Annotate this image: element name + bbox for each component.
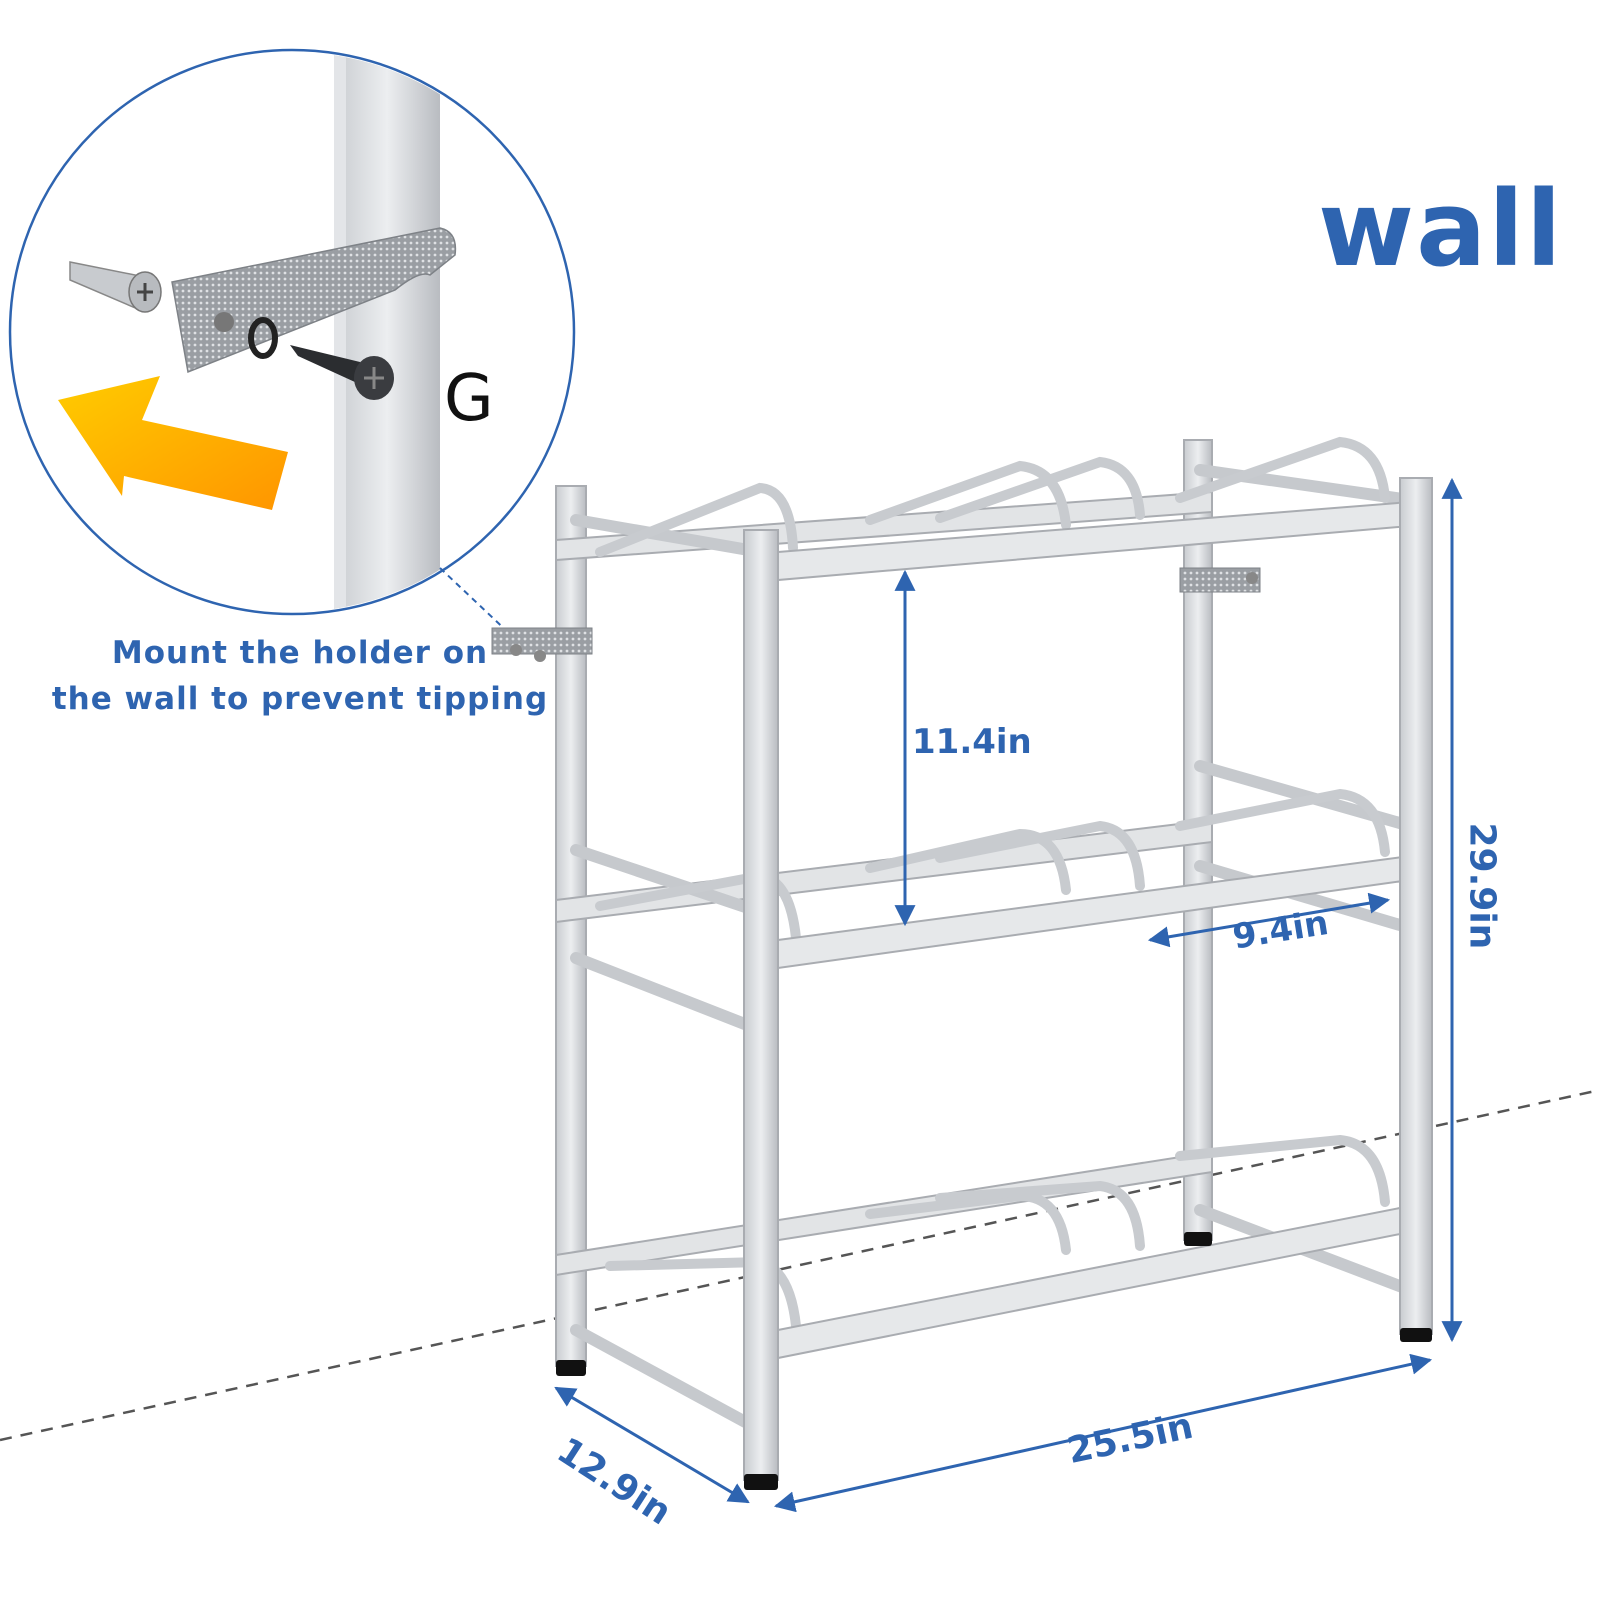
- direction-arrow-icon: [58, 376, 288, 510]
- mount-instruction-note: Mount the holder on the wall to prevent …: [40, 630, 560, 722]
- mounted-strap-left: [491, 627, 593, 662]
- fastener-letter-label: G: [444, 362, 494, 436]
- rack-front-frame: [743, 477, 1433, 1481]
- dim-line-inner-depth: [1147, 892, 1391, 948]
- wall-label: wall: [1318, 168, 1564, 290]
- dimension-lines: [554, 477, 1463, 1513]
- shelf-gap-dimension: 11.4in: [912, 722, 1032, 762]
- mount-note-line-2: the wall to prevent tipping: [51, 681, 549, 717]
- rack-feet: [556, 1232, 1432, 1490]
- screw-icon: [290, 345, 394, 400]
- callout-leader: [439, 567, 513, 637]
- washer-icon: [248, 317, 278, 359]
- mounted-strap-right: [1179, 567, 1261, 593]
- mount-note-line-1: Mount the holder on: [111, 635, 489, 671]
- bottle-cradles: [595, 436, 1390, 1331]
- dim-line-depth: [554, 1386, 750, 1504]
- dim-line-width: [773, 1353, 1433, 1513]
- detail-callout: [8, 48, 576, 616]
- wall-anchor-icon: [69, 261, 162, 313]
- anti-tip-strap-icon: [171, 227, 457, 374]
- height-dimension: 29.9in: [1461, 822, 1503, 950]
